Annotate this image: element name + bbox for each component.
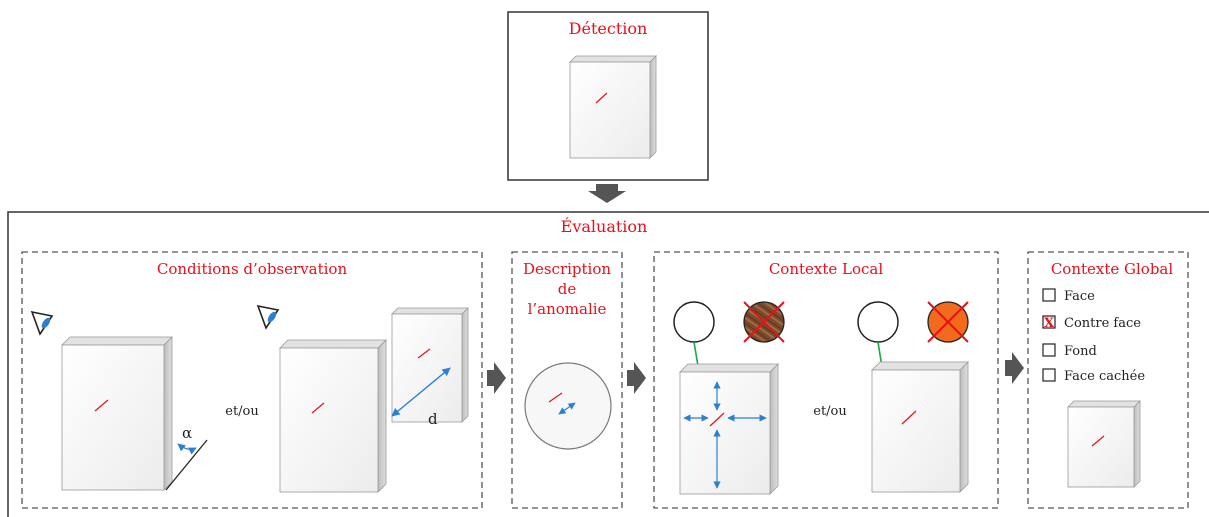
option-label: Contre face <box>1064 316 1141 331</box>
evaluation-title: Évaluation <box>561 216 648 236</box>
distance-label: d <box>428 410 438 428</box>
option-face-cachee[interactable]: Face cachée <box>1042 368 1145 384</box>
global-title: Contexte Global <box>1051 260 1174 278</box>
panel-local-context <box>871 361 969 493</box>
local-title: Contexte Local <box>769 260 884 278</box>
checkbox[interactable] <box>1042 343 1056 357</box>
local-or-label: et/ou <box>813 404 847 419</box>
option-face[interactable]: Face <box>1042 288 1095 304</box>
eye-icon <box>30 310 54 336</box>
magnifier-circle <box>524 362 612 450</box>
flow-arrow-right <box>627 362 646 394</box>
description-title-line-3: l’anomalie <box>528 300 607 318</box>
panel-front-view <box>61 336 173 491</box>
wood-crossed-icon <box>743 301 785 343</box>
option-label: Face <box>1064 289 1095 304</box>
checkbox-checked[interactable] <box>1042 315 1056 329</box>
angle-indicator: α <box>165 424 208 491</box>
description-title-line-2: de <box>558 280 577 298</box>
description-title-line-1: Description <box>523 260 611 278</box>
panel-local-context <box>679 363 779 495</box>
description-section: Description de l’anomalie <box>511 251 623 509</box>
flow-arrow-right <box>1005 352 1024 384</box>
observation-title: Conditions d’observation <box>157 260 348 278</box>
distance-arrow: d <box>391 367 451 428</box>
empty-material-circle <box>673 301 715 343</box>
empty-material-circle <box>857 301 899 343</box>
detection-panel <box>569 55 657 159</box>
checkbox[interactable] <box>1042 368 1056 382</box>
panel-far <box>391 307 469 423</box>
option-label: Fond <box>1064 344 1097 359</box>
defect-mark <box>595 92 608 104</box>
distance-arrows <box>683 381 767 489</box>
evaluation-frame: Évaluation <box>7 211 1209 517</box>
option-contre-face[interactable]: X Contre face <box>1042 315 1141 331</box>
global-context-section: Contexte Global Face X Contre face Fond … <box>1027 251 1189 509</box>
check-mark-x-icon: X <box>1044 316 1055 331</box>
panel-distance-view <box>279 339 387 493</box>
detection-title: Détection <box>569 19 648 38</box>
checkbox[interactable] <box>1042 288 1056 302</box>
flow-arrow-right <box>487 362 506 394</box>
observation-or-label: et/ou <box>225 404 259 419</box>
local-context-section: Contexte Local et/ou <box>653 251 999 509</box>
flow-arrow-down <box>588 184 626 203</box>
eye-icon <box>256 304 280 330</box>
observation-section: Conditions d’observation α et/ou <box>21 251 483 509</box>
alpha-label: α <box>182 424 192 442</box>
option-label: Face cachée <box>1064 369 1145 384</box>
detection-box: Détection <box>507 11 709 181</box>
orange-crossed-icon <box>927 301 969 343</box>
panel-global-context <box>1067 400 1141 488</box>
option-fond[interactable]: Fond <box>1042 343 1097 359</box>
